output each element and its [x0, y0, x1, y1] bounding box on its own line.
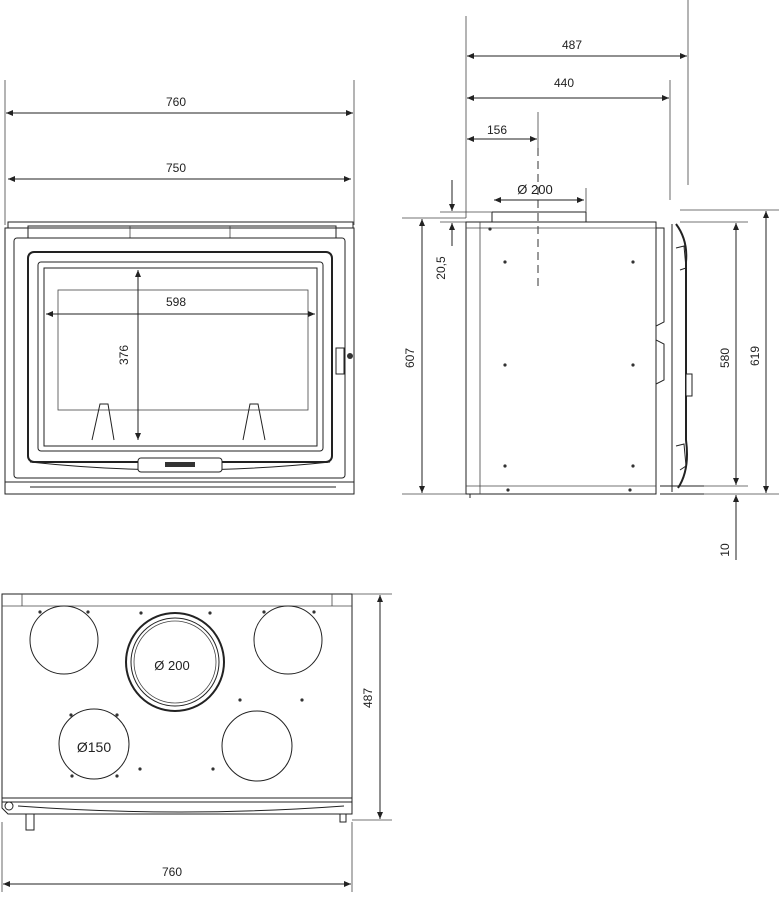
height-580-label: 580 — [718, 348, 732, 368]
glass-width-598-dimension: 598 — [46, 295, 315, 317]
top-width-760-dimension: 760 — [1, 822, 353, 892]
collar-height-20-5-label: 20,5 — [434, 256, 448, 280]
height-580-dimension: 580 — [718, 223, 739, 485]
front-view: 760 750 — [4, 80, 355, 495]
front-width-750-dimension: 750 — [7, 161, 351, 182]
side-depth-440-label: 440 — [554, 76, 574, 90]
top-view: Ø 200 Ø150 487 — [1, 593, 392, 892]
flue-diameter-label: Ø 200 — [517, 182, 552, 197]
top-depth-487-label: 487 — [361, 688, 375, 708]
flue-collar: Ø 200 — [491, 148, 587, 290]
front-width-750-label: 750 — [166, 161, 186, 175]
height-619-label: 619 — [748, 346, 762, 366]
front-width-760-label: 760 — [166, 95, 186, 109]
foot-height-10-label: 10 — [718, 543, 732, 557]
door-profile — [660, 223, 704, 495]
height-619-dimension: 619 — [748, 211, 769, 493]
height-607-dimension: 607 — [403, 219, 425, 493]
flue-outlet-center — [125, 612, 225, 712]
height-607-label: 607 — [403, 348, 417, 368]
glass-height-376-dimension: 376 — [117, 270, 141, 440]
outlet-top-right — [253, 605, 323, 675]
side-depth-440-dimension: 440 — [467, 76, 669, 101]
glass-width-598-label: 598 — [166, 295, 186, 309]
outlet-bottom-right — [221, 710, 293, 782]
foot-height-10-dimension: 10 — [718, 495, 739, 560]
collar-height-20-5-dimension: 20,5 — [434, 180, 492, 280]
top-outlet-diameter-label: Ø150 — [77, 739, 111, 755]
top-depth-487-dimension: 487 — [352, 593, 392, 821]
side-depth-487-label: 487 — [562, 38, 582, 52]
flue-offset-156-dimension: 156 — [467, 123, 537, 142]
side-depth-487-dimension: 487 — [467, 38, 687, 59]
top-flue-diameter-label: Ø 200 — [154, 658, 189, 673]
glass-height-376-label: 376 — [117, 345, 131, 365]
top-width-760-label: 760 — [162, 865, 182, 879]
outlet-bottom-left — [58, 708, 130, 780]
outlet-top-left — [29, 605, 99, 675]
flue-offset-156-label: 156 — [487, 123, 507, 137]
side-view: 487 440 156 Ø 200 20,5 — [402, 0, 779, 560]
front-width-760-dimension: 760 — [5, 95, 353, 116]
